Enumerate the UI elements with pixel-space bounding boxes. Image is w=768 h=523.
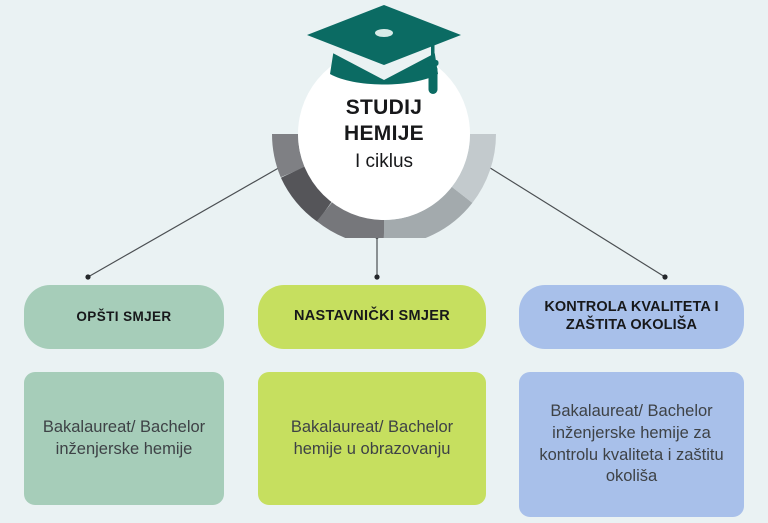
arc-segment-3: [316, 200, 385, 238]
connector-dot-box-quality: [662, 274, 668, 280]
branch-teaching: NASTAVNIČKI SMJER Bakalaureat/ Bachelor …: [258, 285, 486, 505]
hub-subtitle: I ciklus: [354, 151, 414, 173]
central-hub: STUDIJ HEMIJE I ciklus: [263, 2, 505, 238]
connector-line-general: [87, 165, 283, 278]
arc-segment-2: [280, 166, 333, 222]
branch-header-teaching[interactable]: NASTAVNIČKI SMJER: [258, 285, 486, 349]
arc-segment-5: [451, 133, 496, 203]
branch-description-general[interactable]: Bakalaureat/ Bachelor inženjerske hemije: [24, 372, 224, 505]
arc-segment-1: [272, 133, 305, 178]
branch-quality: KONTROLA KVALITETA I ZAŠTITA OKOLIŠA Bak…: [519, 285, 744, 517]
hub-title-line-2: HEMIJE: [344, 122, 424, 146]
connector-dot-box-general: [85, 274, 91, 280]
arc-segment-4: [383, 186, 473, 238]
branch-header-quality[interactable]: KONTROLA KVALITETA I ZAŠTITA OKOLIŠA: [519, 285, 744, 349]
branch-general: OPŠTI SMJER Bakalaureat/ Bachelor inženj…: [24, 285, 224, 505]
hub-title-line-1: STUDIJ: [345, 95, 423, 119]
branch-description-teaching[interactable]: Bakalaureat/ Bachelor hemije u obrazovan…: [258, 372, 486, 505]
connector-line-quality: [486, 165, 666, 278]
branch-description-quality[interactable]: Bakalaureat/ Bachelor inženjerske hemije…: [519, 372, 744, 517]
graduation-cap-icon: [307, 5, 461, 94]
segmented-arc: [272, 133, 496, 238]
hub-label-group: STUDIJ HEMIJE I ciklus: [298, 48, 470, 220]
connector-dot-box-teaching: [374, 274, 380, 280]
branch-header-general[interactable]: OPŠTI SMJER: [24, 285, 224, 349]
